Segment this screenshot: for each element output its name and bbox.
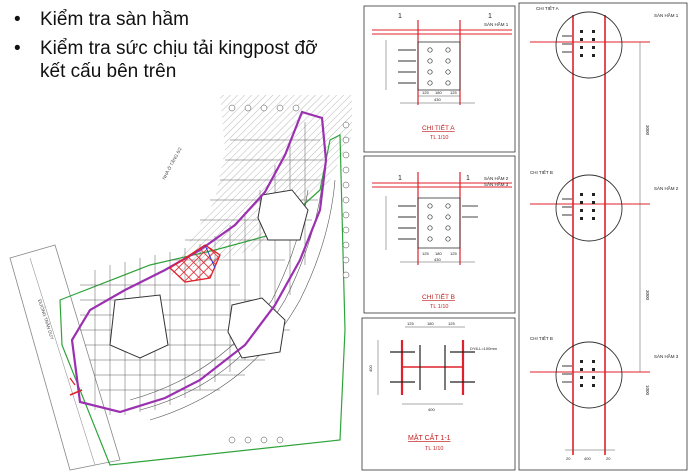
bullet-item: • Kiểm tra sàn hầm: [8, 8, 338, 31]
detail-title: CHI TIẾT A: [422, 122, 455, 132]
bullet-marker: •: [14, 9, 21, 30]
bullet-item: • Kiểm tra sức chịu tải kingpost đỡ kết …: [8, 37, 338, 83]
level-label: SÀN HẦM 1: [484, 21, 509, 27]
dim-label: 125: [407, 321, 414, 326]
dim-label: 125: [450, 251, 457, 256]
dim-label: 430: [434, 97, 441, 102]
level-label: SÀN HẦM 1: [654, 12, 679, 18]
excavation-outline: [70, 110, 328, 414]
callout-label: CHI TIẾT A: [536, 5, 559, 11]
level-label: SÀN HẦM 3: [484, 181, 509, 187]
callout-label: CHI TIẾT B: [530, 335, 553, 341]
section-mark: 1: [488, 13, 492, 20]
dim-label: 3000: [645, 125, 650, 136]
section-1-1: 125 180 125 400 400 DY8-L=100mm MẶT CẮT …: [361, 317, 516, 471]
detail-scale: TL 1/10: [430, 135, 448, 141]
dim-label: 125: [448, 321, 455, 326]
level-label: SÀN HẦM 2: [484, 175, 509, 181]
section-mark: 1: [398, 175, 402, 182]
detail-a: 1 1 SÀN HẦM 1 125 180 125 430 CHI TIẾT A…: [363, 5, 516, 153]
dim-label: 20: [606, 456, 611, 461]
street-label: NHÀ Ở TẦNG 6/2: [161, 146, 183, 181]
dim-side: 400: [368, 365, 373, 372]
grid-bubbles: [228, 104, 350, 444]
section-mark: 1: [398, 13, 402, 20]
bullet-marker: •: [14, 38, 21, 59]
dim-label: 125: [422, 90, 429, 95]
dim-label: 1000: [645, 385, 650, 396]
neighbour-hatch-area: [170, 95, 352, 275]
dim-label: 400: [584, 456, 591, 461]
bolt-group: [427, 203, 451, 242]
dim-label: 430: [434, 257, 441, 262]
level-label: SÀN HẦM 2: [654, 185, 679, 191]
bullet-text: Kiểm tra sàn hầm: [40, 9, 189, 30]
bullet-list: • Kiểm tra sàn hầm • Kiểm tra sức chịu t…: [8, 8, 338, 89]
bullet-text: Kiểm tra sức chịu tải kingpost đỡ kết cấ…: [40, 38, 318, 82]
detail-title: CHI TIẾT B: [422, 291, 455, 301]
site-plan: NHÀ Ở TẦNG 6/2 ĐƯỜNG TRẦN DUY: [9, 95, 352, 471]
section-mark: 1: [466, 175, 470, 182]
road-label: ĐƯỜNG TRẦN DUY: [37, 298, 56, 340]
dim-bottom: 400: [428, 407, 435, 412]
dim-label: 3000: [645, 290, 650, 301]
dim-label: 125: [422, 251, 429, 256]
left-road: [9, 244, 121, 471]
weld-note: DY8-L=100mm: [470, 346, 498, 351]
detail-scale: TL 1/10: [430, 304, 448, 310]
core-north: [257, 189, 309, 241]
callout-label: CHI TIẾT B: [530, 169, 553, 175]
section-scale: TL 1/10: [425, 446, 443, 452]
detail-circle-a: [555, 11, 623, 79]
dim-label: 20: [566, 456, 571, 461]
kingpost-elevation: 3000 3000 1000 CHI TIẾT A CHI TIẾT B CHI…: [518, 2, 688, 471]
bolt-group: [427, 47, 451, 86]
dim-label: 180: [435, 251, 442, 256]
level-label: SÀN HẦM 3: [654, 353, 679, 359]
detail-circle-b2: [555, 341, 623, 409]
dim-label: 180: [435, 90, 442, 95]
core-west: [109, 294, 169, 359]
detail-circle-b: [555, 174, 623, 242]
section-title: MẶT CẮT 1-1: [408, 433, 451, 442]
dim-label: 125: [450, 90, 457, 95]
dim-label: 180: [427, 321, 434, 326]
detail-b: 1 1 SÀN HẦM 2 SÀN HẦM 3 125 180 125 430 …: [363, 155, 516, 314]
